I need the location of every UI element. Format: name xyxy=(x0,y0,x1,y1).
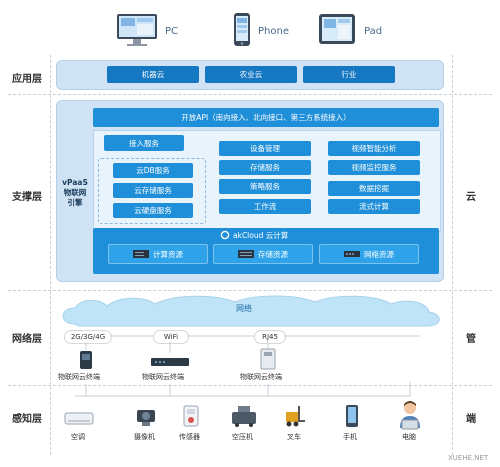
mid-service-policy[interactable]: 策略服务 xyxy=(219,179,311,194)
right-service-stream-compute[interactable]: 流式计算 xyxy=(328,199,420,214)
device-forklift-label: 叉车 xyxy=(287,433,301,441)
right-label-pipe: 管 xyxy=(466,334,476,345)
right-label-end: 端 xyxy=(466,414,476,425)
client-pc-label: PC xyxy=(165,26,179,37)
network-cloud-label: 网络 xyxy=(236,304,252,313)
layer-label-perception: 感知层 xyxy=(12,414,42,425)
resource-storage-label: 存储资源 xyxy=(258,249,288,259)
terminal-1-label: 物联网云终端 xyxy=(58,373,100,381)
separator-2 xyxy=(8,290,492,291)
cloud-brand: akCloud 云计算 xyxy=(220,229,320,241)
right-service-video-analysis[interactable]: 视频智能分析 xyxy=(328,141,420,156)
mid-service-workflow[interactable]: 工作流 xyxy=(219,199,311,214)
mobile-phone-icon xyxy=(346,405,358,427)
vpaas-line-3: 引擎 xyxy=(67,198,83,207)
mid-service-device-mgmt[interactable]: 设备管理 xyxy=(219,141,311,156)
resource-storage[interactable]: 存储资源 xyxy=(213,244,313,264)
terminal-3-icon xyxy=(260,348,276,370)
air-conditioner-icon xyxy=(64,412,94,425)
app-item-industry[interactable]: 行业 xyxy=(303,66,395,83)
resource-network-label: 网络资源 xyxy=(364,249,394,259)
terminal-3-label: 物联网云终端 xyxy=(240,373,282,381)
link-cellular: 2G/3G/4G xyxy=(64,330,112,344)
monitor-icon xyxy=(117,14,157,46)
client-pc: PC xyxy=(115,12,185,52)
terminal-1-icon xyxy=(80,351,92,369)
storage-icon xyxy=(238,250,254,258)
network-connectors xyxy=(85,335,420,353)
right-label-cloud: 云 xyxy=(466,192,476,203)
db-service-clouddb[interactable]: 云DB服务 xyxy=(113,163,193,178)
computer-user-icon xyxy=(400,401,420,430)
vpaas-line-2: 物联网 xyxy=(63,188,87,197)
resource-network[interactable]: 网络资源 xyxy=(319,244,419,264)
layer-label-support: 支撑层 xyxy=(12,192,42,203)
separator-3 xyxy=(8,385,492,386)
client-pad-label: Pad xyxy=(364,26,383,37)
left-guide-line xyxy=(50,55,51,455)
db-service-cloud-disk[interactable]: 云硬盘服务 xyxy=(113,203,193,218)
device-sensor-label: 传感器 xyxy=(179,433,200,441)
cloud-brand-label: akCloud 云计算 xyxy=(233,230,289,240)
device-camera-label: 摄像机 xyxy=(134,433,155,441)
network-cloud-shape xyxy=(62,295,440,327)
server-icon xyxy=(133,250,149,258)
perception-connectors xyxy=(75,382,411,397)
link-rj45: RJ45 xyxy=(254,330,286,344)
separator-1 xyxy=(8,94,492,95)
vpaas-label: vPaaS 物联网 引擎 xyxy=(58,178,92,208)
app-item-machine-cloud[interactable]: 机器云 xyxy=(107,66,199,83)
right-service-data-mining[interactable]: 数据挖掘 xyxy=(328,181,420,196)
client-phone-label: Phone xyxy=(258,26,289,37)
device-aircon-label: 空调 xyxy=(71,433,85,441)
cloud-logo-icon xyxy=(220,230,230,240)
mid-service-storage[interactable]: 存储服务 xyxy=(219,160,311,175)
sensor-icon xyxy=(183,405,199,427)
access-service[interactable]: 接入服务 xyxy=(104,135,184,151)
terminal-2-icon xyxy=(151,358,189,366)
app-item-agri-cloud[interactable]: 农业云 xyxy=(205,66,297,83)
camera-icon xyxy=(137,410,155,426)
device-computer-label: 电脑 xyxy=(402,433,416,441)
tablet-icon xyxy=(319,14,355,44)
device-compressor-label: 空压机 xyxy=(232,433,253,441)
client-phone: Phone xyxy=(232,12,302,52)
right-guide-line xyxy=(452,55,453,455)
right-service-video-monitor[interactable]: 视频监控服务 xyxy=(328,160,420,175)
watermark: XUEHE.NET xyxy=(448,454,489,462)
phone-icon xyxy=(234,13,250,46)
terminal-2-label: 物联网云终端 xyxy=(142,373,184,381)
device-phone-label: 手机 xyxy=(343,433,357,441)
vpaas-line-1: vPaaS xyxy=(62,178,88,187)
resource-compute-label: 计算资源 xyxy=(153,249,183,259)
db-service-cloud-storage[interactable]: 云存储服务 xyxy=(113,183,193,198)
resource-compute[interactable]: 计算资源 xyxy=(108,244,208,264)
network-device-icon xyxy=(344,251,360,257)
client-pad: Pad xyxy=(318,12,388,52)
link-wifi: WiFi xyxy=(153,330,189,344)
forklift-icon xyxy=(286,406,305,427)
db-services-group xyxy=(98,158,206,224)
layer-label-application: 应用层 xyxy=(12,74,42,85)
air-compressor-icon xyxy=(232,406,256,427)
layer-label-network: 网络层 xyxy=(12,334,42,345)
open-api-bar[interactable]: 开放API（南向接入、北向接口、第三方系统接入） xyxy=(93,108,439,127)
